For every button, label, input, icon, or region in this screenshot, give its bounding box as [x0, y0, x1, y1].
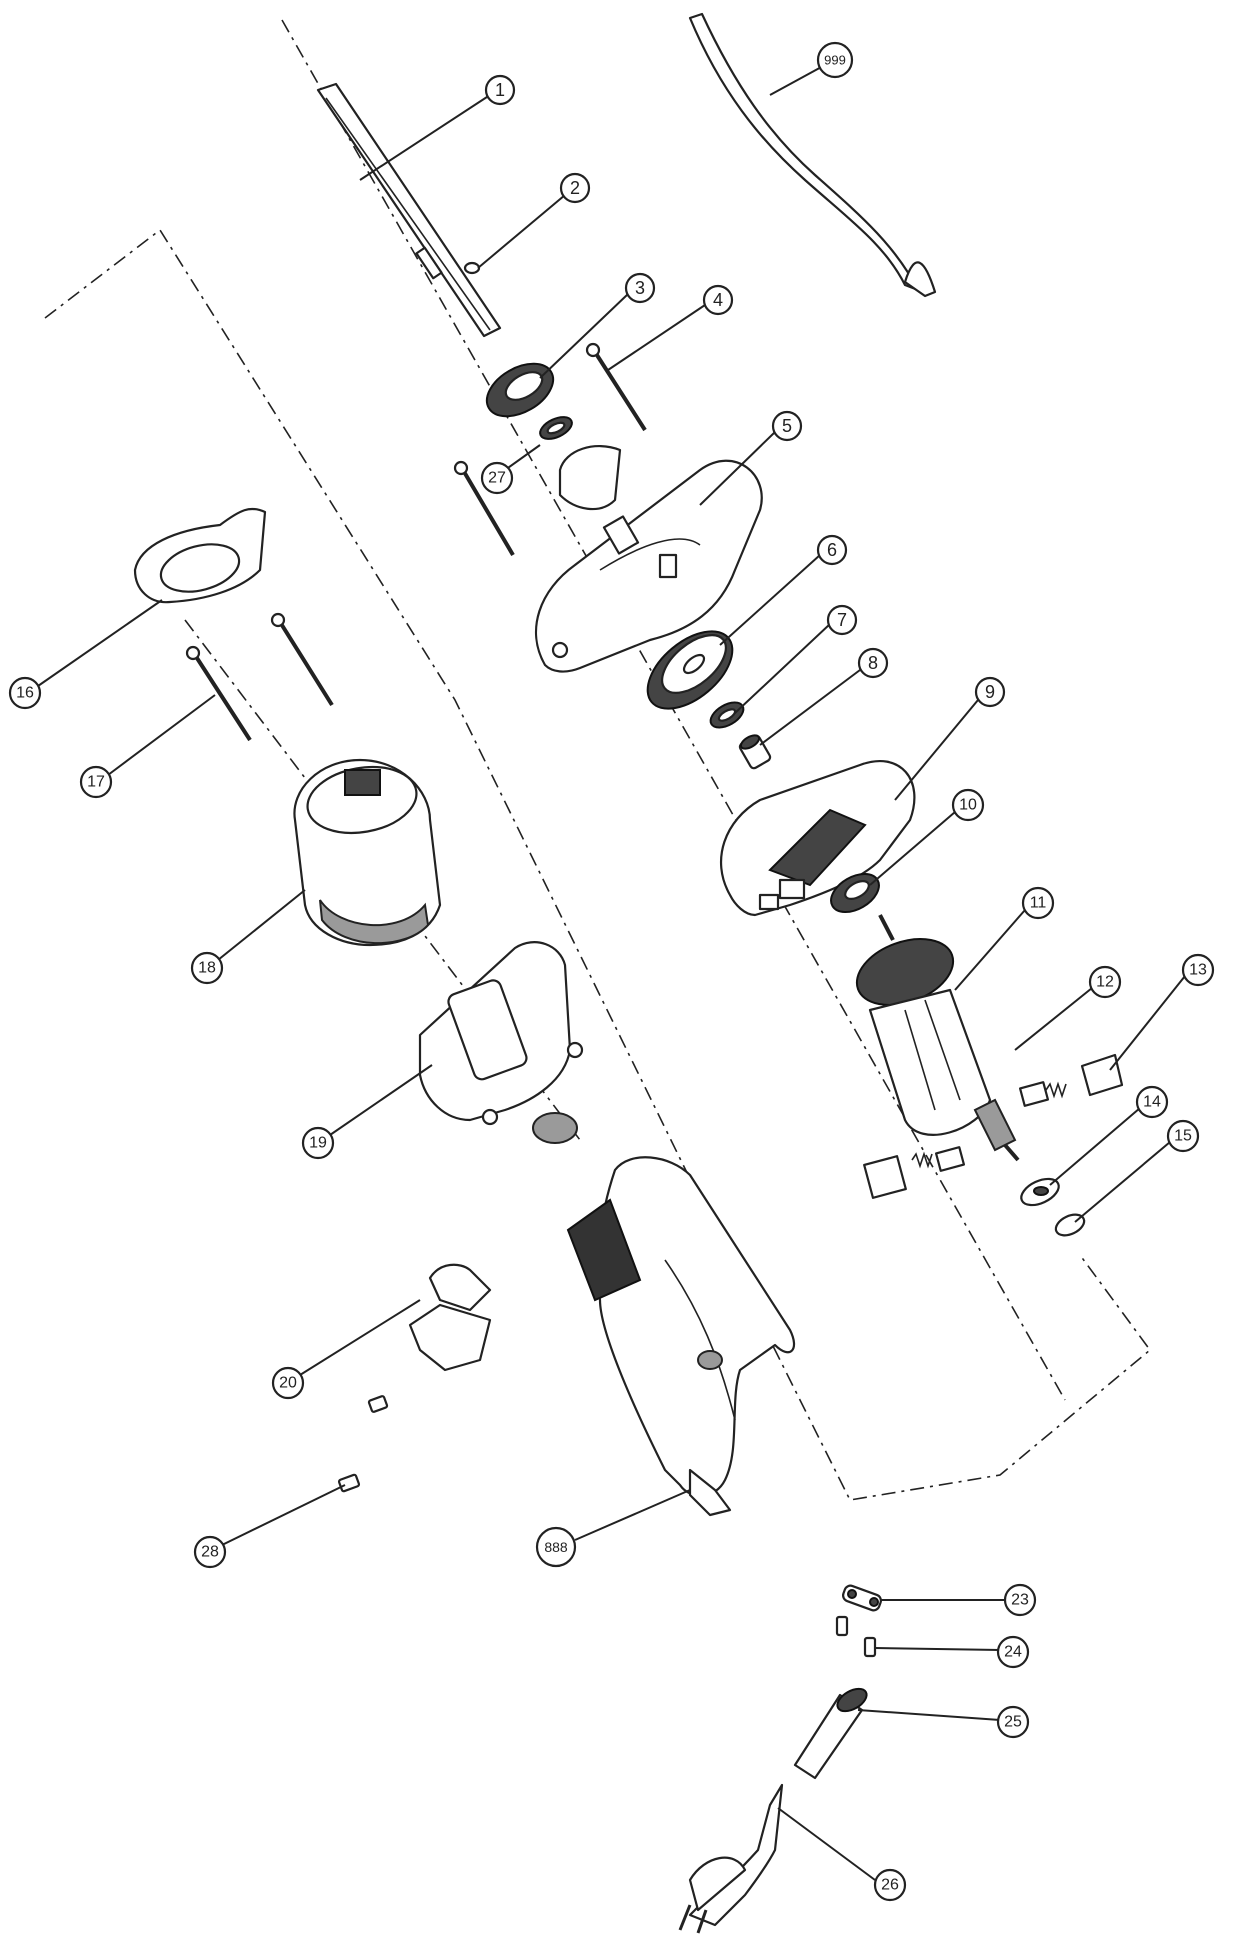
callout-27-label: 27 — [488, 470, 506, 487]
callout-8-label: 8 — [868, 653, 878, 673]
callout-7: 7 — [826, 604, 858, 636]
callout-3-label: 3 — [635, 278, 645, 298]
part-12-brush-spring — [911, 1081, 1067, 1172]
part-14-washer — [1020, 1177, 1060, 1207]
callout-16: 16 — [8, 676, 42, 710]
part-19-motor-housing — [418, 941, 584, 1144]
callout-12-label: 12 — [1096, 974, 1114, 991]
part-888-handle-housing — [566, 1156, 796, 1517]
callout-27: 27 — [480, 461, 514, 495]
callout-20-label: 20 — [279, 1375, 297, 1392]
callout-12: 12 — [1088, 965, 1122, 999]
callout-20: 20 — [271, 1366, 305, 1400]
callout-8: 8 — [857, 647, 889, 679]
part-4-screw-left — [453, 460, 515, 557]
part-13-brush-holder — [863, 1053, 1124, 1199]
callout-15: 15 — [1166, 1119, 1200, 1153]
callout-18-label: 18 — [198, 960, 216, 977]
callout-10-label: 10 — [959, 797, 977, 814]
callout-9: 9 — [974, 676, 1006, 708]
callout-1-label: 1 — [495, 80, 505, 100]
callout-19: 19 — [301, 1126, 335, 1160]
part-8-bushing — [738, 734, 772, 770]
callout-888: 888 — [535, 1526, 577, 1568]
callout-18: 18 — [190, 951, 224, 985]
callout-25-label: 25 — [1004, 1714, 1022, 1731]
part-2-pin — [463, 261, 481, 275]
callout-888-label: 888 — [544, 1539, 568, 1555]
callout-999-label: 999 — [824, 53, 846, 68]
callout-10: 10 — [951, 788, 985, 822]
part-25-cord-protector — [793, 1687, 868, 1780]
part-6-gear — [646, 630, 734, 710]
part-24-screw — [835, 1615, 877, 1658]
callout-28: 28 — [193, 1535, 227, 1569]
callout-13-label: 13 — [1189, 962, 1207, 979]
callout-24-label: 24 — [1004, 1644, 1022, 1661]
part-18-stator — [293, 758, 442, 947]
part-1-spindle-shaft — [316, 82, 502, 338]
callout-5: 5 — [771, 410, 803, 442]
callout-24: 24 — [996, 1635, 1030, 1669]
callout-17: 17 — [79, 765, 113, 799]
part-5-gear-housing — [535, 445, 763, 673]
callout-14-label: 14 — [1143, 1094, 1161, 1111]
part-4-screw — [585, 342, 647, 432]
part-20-switch — [408, 1263, 492, 1372]
part-27-circlip — [539, 416, 573, 440]
callout-6: 6 — [816, 534, 848, 566]
callout-19-label: 19 — [309, 1135, 327, 1152]
callout-4: 4 — [702, 284, 734, 316]
part-3-bearing — [485, 362, 555, 418]
part-26-power-plug — [678, 1783, 784, 1934]
leader-lines — [37, 64, 1186, 1881]
part-28-screw — [337, 1395, 389, 1493]
callout-28-label: 28 — [201, 1544, 219, 1561]
part-10-bearing — [830, 873, 880, 913]
part-9-gear-housing — [720, 759, 916, 917]
callout-14: 14 — [1135, 1085, 1169, 1119]
callout-11: 11 — [1021, 886, 1055, 920]
callout-13: 13 — [1181, 953, 1215, 987]
part-11-armature — [855, 914, 1020, 1162]
callout-23: 23 — [1003, 1583, 1037, 1617]
callout-15-label: 15 — [1174, 1128, 1192, 1145]
callout-17-label: 17 — [87, 774, 105, 791]
part-16-fan-baffle — [133, 507, 267, 604]
callout-16-label: 16 — [16, 685, 34, 702]
callout-1: 1 — [484, 74, 516, 106]
callout-26: 26 — [873, 1868, 907, 1902]
part-7-washer — [709, 701, 745, 729]
callout-5-label: 5 — [782, 416, 792, 436]
callout-4-label: 4 — [713, 290, 723, 310]
callout-25: 25 — [996, 1705, 1030, 1739]
callout-2-label: 2 — [570, 178, 580, 198]
part-17-screw — [185, 612, 334, 742]
callout-11-label: 11 — [1030, 895, 1047, 912]
callout-6-label: 6 — [827, 540, 837, 560]
callout-23-label: 23 — [1011, 1592, 1029, 1609]
part-999-cable-tie — [688, 12, 937, 298]
callout-3: 3 — [624, 272, 656, 304]
callout-26-label: 26 — [881, 1877, 899, 1894]
callout-9-label: 9 — [985, 682, 995, 702]
callout-2: 2 — [559, 172, 591, 204]
part-23-cord-clamp — [841, 1584, 883, 1612]
callout-7-label: 7 — [837, 610, 847, 630]
callout-999: 999 — [816, 41, 854, 79]
